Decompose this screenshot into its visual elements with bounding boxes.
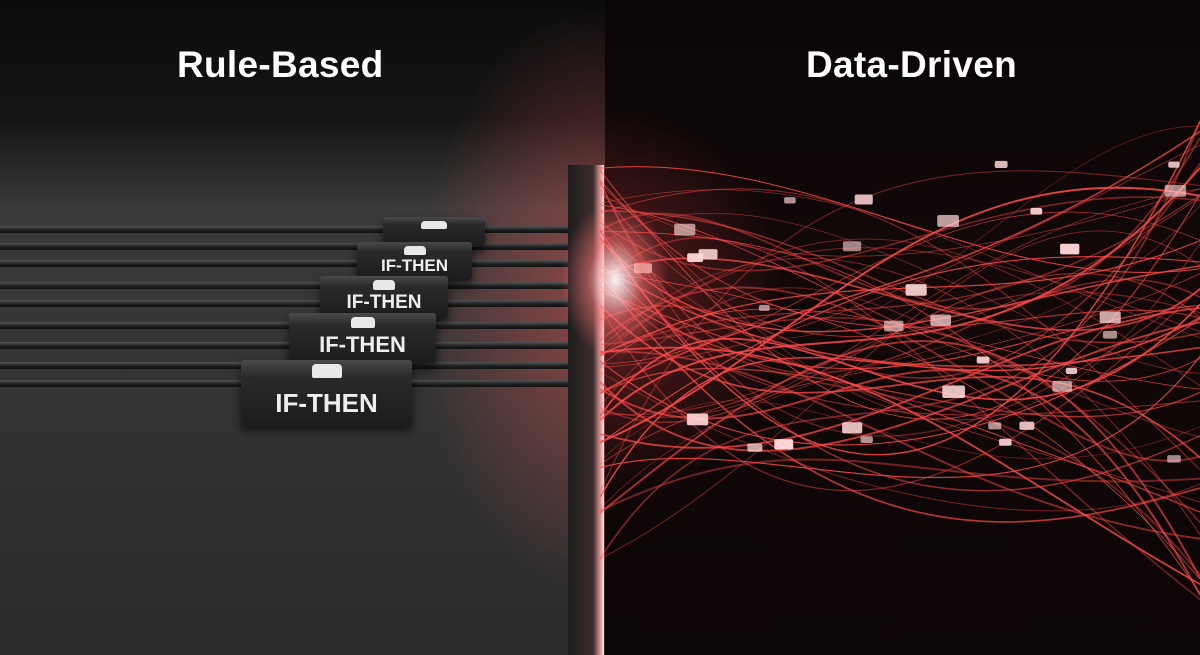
- rule-block: IF-THEN: [320, 276, 448, 318]
- rail: [0, 260, 590, 267]
- rail: [0, 226, 590, 233]
- network-node: [842, 241, 862, 252]
- rail: [0, 243, 590, 250]
- lock-icon: [373, 280, 395, 290]
- network-node: [774, 439, 794, 450]
- network-node: [860, 436, 873, 443]
- network-strand: [600, 260, 1200, 576]
- network-strand: [600, 290, 1200, 513]
- network-strand: [600, 230, 1200, 560]
- network-strand: [600, 189, 1200, 338]
- network-strand: [600, 355, 1200, 478]
- network-strand: [600, 194, 1200, 355]
- network-strand: [600, 196, 1200, 272]
- network-node: [930, 314, 952, 327]
- network-strand: [600, 183, 1200, 421]
- network-strand: [600, 257, 1200, 535]
- network-strand: [600, 306, 1200, 449]
- network-strand: [600, 167, 1200, 421]
- network-node: [1164, 184, 1187, 197]
- network-node: [988, 422, 1002, 430]
- network-strand: [600, 257, 1200, 331]
- network-node: [784, 197, 796, 204]
- network-node: [1060, 243, 1080, 255]
- network-strand: [600, 286, 1200, 370]
- network-strand: [600, 340, 1200, 579]
- network-node: [937, 214, 959, 227]
- network-node: [854, 194, 873, 205]
- network-strand: [600, 346, 1200, 585]
- network-strand: [600, 181, 1200, 437]
- network-node: [1019, 421, 1035, 430]
- network-strand: [600, 231, 1200, 503]
- block-label: IF-THEN: [380, 256, 449, 276]
- network-node: [1052, 380, 1073, 392]
- network-strand: [600, 170, 1200, 493]
- neural-network: [600, 120, 1200, 600]
- network-node: [1167, 455, 1181, 463]
- rail: [0, 300, 590, 307]
- lock-icon: [403, 246, 426, 255]
- network-strand: [600, 286, 1200, 462]
- network-strand: [600, 120, 1200, 560]
- network-node: [758, 304, 770, 311]
- network-node: [842, 422, 863, 434]
- lock-icon: [311, 364, 342, 378]
- network-strand: [600, 144, 1200, 368]
- network-node: [976, 356, 990, 364]
- network-strand: [600, 458, 1200, 512]
- network-strand: [600, 211, 1200, 364]
- network-strand: [600, 287, 1200, 438]
- network-strand: [600, 247, 1200, 358]
- network-strand: [600, 179, 1200, 328]
- network-node: [942, 385, 965, 399]
- network-strand: [600, 238, 1200, 387]
- network-node: [994, 160, 1008, 168]
- right-title: Data-Driven: [806, 44, 1017, 85]
- left-title: Rule-Based: [177, 44, 384, 85]
- network-node: [1065, 367, 1078, 375]
- rail: [0, 282, 590, 289]
- rule-block: IF-THEN: [289, 313, 436, 363]
- rule-block: IF-THEN: [241, 360, 412, 425]
- network-node: [1168, 161, 1180, 168]
- network-node: [674, 223, 696, 236]
- network-node: [698, 249, 718, 260]
- network-node: [747, 443, 763, 452]
- network-node: [905, 284, 927, 296]
- network-node: [1102, 330, 1117, 339]
- network-strand: [600, 318, 1200, 446]
- network-strand: [600, 162, 1200, 379]
- network-node: [883, 320, 904, 332]
- lock-icon: [350, 317, 375, 328]
- network-node: [686, 413, 709, 426]
- network-node: [999, 438, 1012, 446]
- rule-block: IF-THEN: [357, 242, 472, 280]
- network-strand: [600, 189, 1200, 337]
- network-strand: [600, 231, 1200, 594]
- network-node: [1099, 311, 1121, 324]
- network-strand: [600, 304, 1200, 459]
- network-strand: [600, 166, 1200, 273]
- network-strand: [600, 212, 1200, 374]
- network-strand: [600, 209, 1200, 344]
- lock-icon: [421, 221, 447, 229]
- block-label: IF-THEN: [275, 387, 378, 418]
- block-label: IF-THEN: [346, 291, 422, 313]
- network-strand: [600, 350, 1200, 540]
- network-strand: [600, 121, 1200, 456]
- network-strand: [600, 272, 1200, 423]
- network-strand: [600, 321, 1200, 452]
- network-strand: [600, 317, 1200, 523]
- light-glow: [560, 200, 670, 360]
- network-node: [1030, 208, 1043, 215]
- network-strand: [600, 188, 1200, 471]
- network-strand: [600, 186, 1200, 444]
- block-label: IF-THEN: [319, 332, 406, 357]
